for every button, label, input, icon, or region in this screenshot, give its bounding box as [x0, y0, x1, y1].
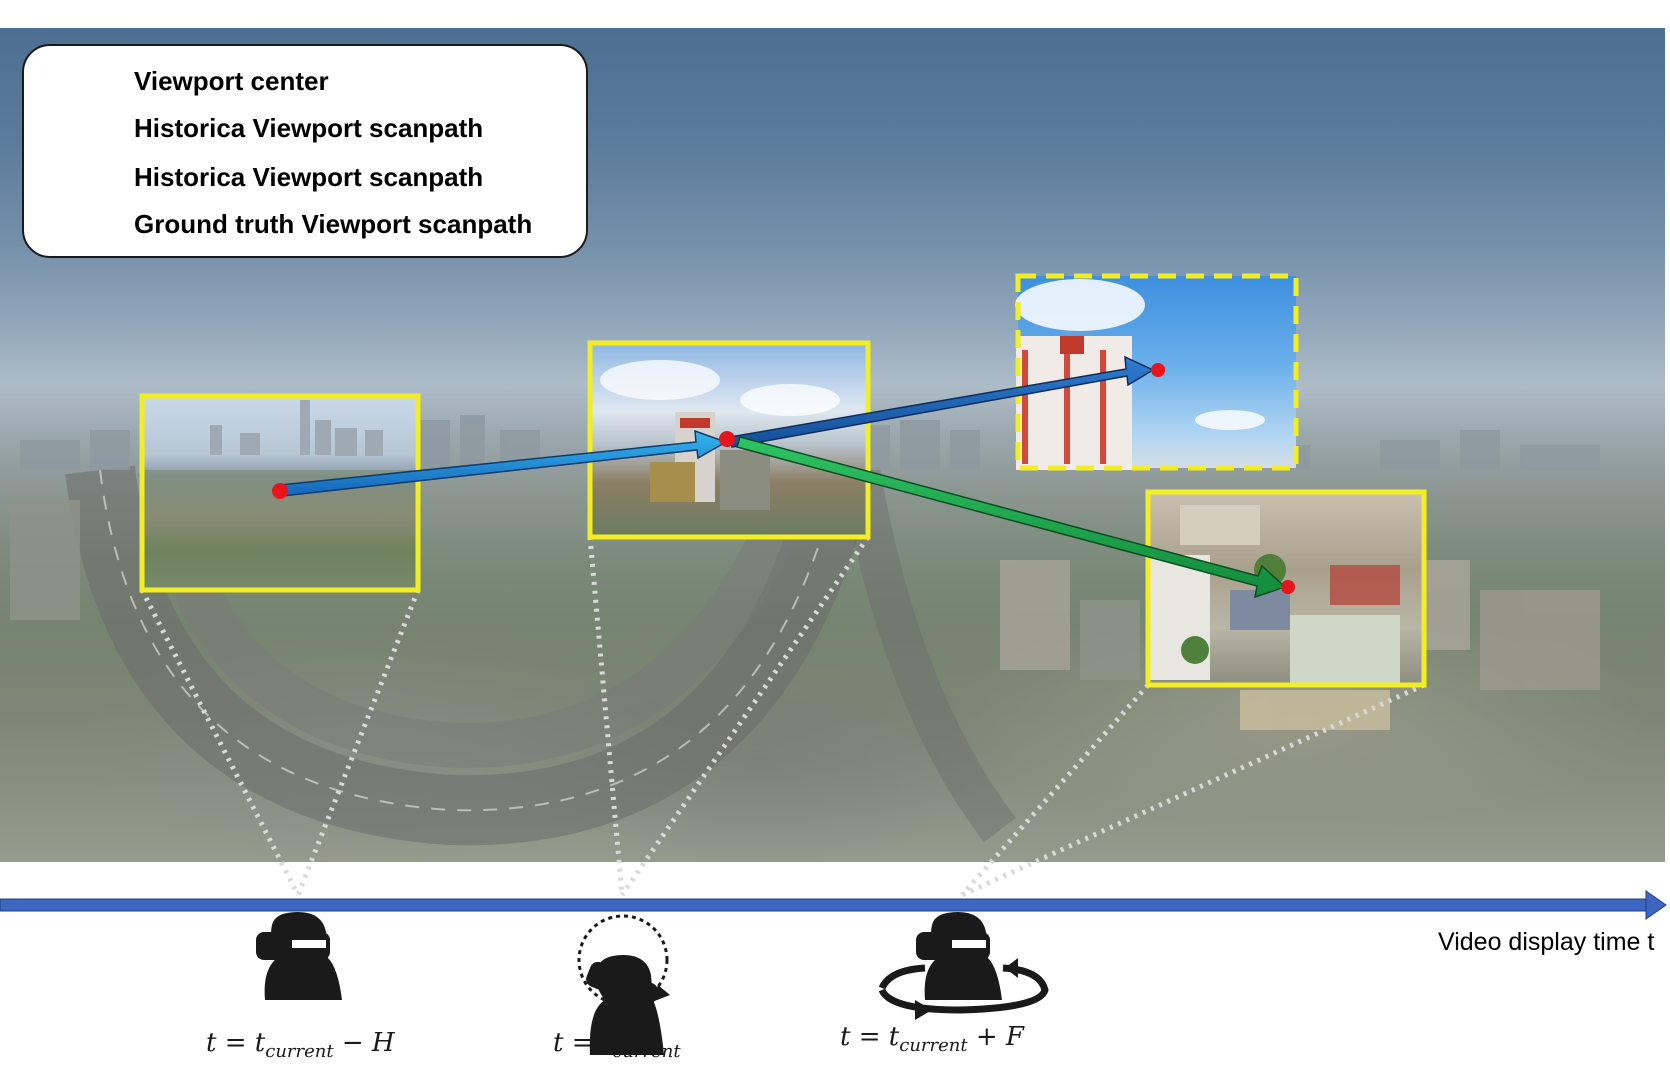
- legend-box: Viewport center Historica Viewport scanp…: [22, 44, 588, 258]
- viewport-center-current: [719, 431, 735, 447]
- historical-scanpath-light: [279, 429, 728, 497]
- highway-roads: [65, 462, 1016, 846]
- viewport-center-predicted: [1151, 363, 1165, 377]
- time-caption-current: t = tcurrent: [553, 1028, 681, 1063]
- vr-headset-user-turning-icon: [878, 912, 1049, 1020]
- timeline-label: Video display time t: [1438, 928, 1655, 956]
- historical-scanpath-dark: [729, 355, 1155, 448]
- legend-label-historical-scanpath-dark: Historica Viewport scanpath: [134, 113, 484, 143]
- time-connectors: [139, 535, 1426, 898]
- viewport-center-ground-truth: [1281, 580, 1295, 594]
- viewport-center-past: [272, 483, 288, 499]
- ground-truth-scanpath: [736, 436, 1287, 599]
- vr-headset-user-rotating-icon: [577, 914, 670, 1055]
- vr-headset-user-icon: [256, 912, 342, 1000]
- legend-label-viewport-center: Viewport center: [134, 66, 329, 96]
- legend-label-ground-truth-scanpath: Ground truth Viewport scanpath: [134, 209, 533, 239]
- time-caption-past: t = tcurrent − H: [206, 1028, 395, 1063]
- time-caption-future: t = tcurrent + F: [840, 1022, 1024, 1057]
- viewport-ground-truth: [1145, 489, 1427, 688]
- timeline-axis: [0, 890, 1667, 920]
- legend-label-historical-scanpath-light: Historica Viewport scanpath: [134, 162, 484, 192]
